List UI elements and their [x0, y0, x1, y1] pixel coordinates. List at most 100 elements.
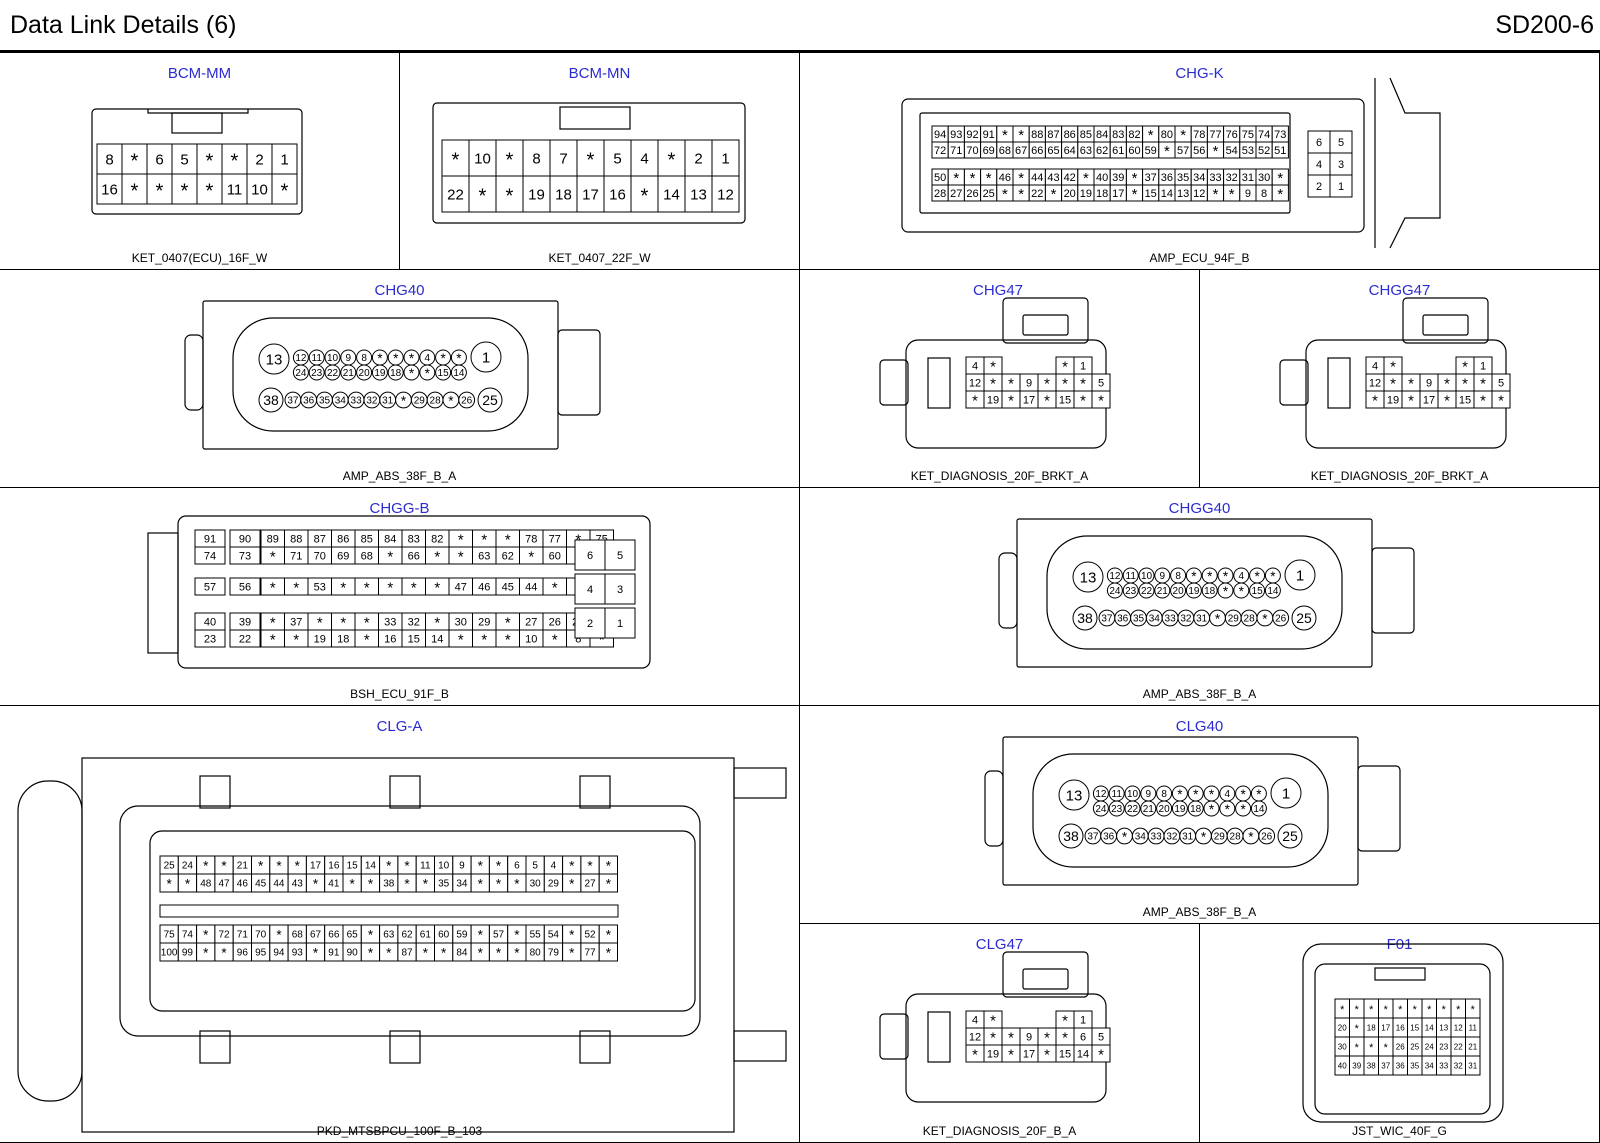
pin-cavity — [1091, 390, 1111, 409]
pin-cavity — [1258, 827, 1276, 845]
pin-label: * — [270, 550, 276, 566]
pin-label: * — [409, 351, 415, 366]
pin-label: 26 — [549, 616, 561, 628]
pin-label: 13 — [1080, 569, 1097, 586]
pin-cavity — [1154, 582, 1171, 599]
pin-label: * — [458, 633, 464, 649]
pin-label: 41 — [328, 879, 340, 890]
pin-cavity — [1058, 779, 1090, 811]
pin-label: 22 — [447, 186, 464, 203]
pin-label: * — [587, 149, 595, 171]
pin-label: 12 — [969, 377, 981, 389]
pin-label: 3 — [617, 584, 623, 596]
pin-label: 14 — [1253, 804, 1265, 815]
pin-label: * — [506, 185, 514, 207]
pin-cavity — [1491, 390, 1511, 409]
pin-label: 30 — [530, 879, 542, 890]
pin-label: * — [364, 581, 370, 597]
pin-label: 21 — [343, 368, 355, 379]
pin-label: * — [1207, 569, 1213, 584]
pin-label: 43 — [1047, 172, 1059, 184]
pin-label: 86 — [1064, 129, 1076, 141]
pin-label: * — [1462, 377, 1468, 393]
housing-outline — [1279, 359, 1309, 406]
pin-cavity — [1092, 800, 1109, 817]
pin-label: 20 — [1159, 804, 1171, 815]
pin-label: * — [990, 1014, 996, 1030]
pin-label: 9 — [1146, 789, 1152, 800]
pin-label: 43 — [292, 879, 304, 890]
pin-label: 88 — [1031, 129, 1043, 141]
pin-cavity — [711, 139, 740, 177]
pin-label: * — [203, 928, 209, 943]
pin-label: * — [478, 877, 484, 892]
pin-label: 36 — [303, 396, 315, 407]
pin-label: * — [364, 616, 370, 632]
pin-label: * — [506, 149, 514, 171]
pin-label: 29 — [478, 616, 490, 628]
pin-cavity — [574, 573, 606, 605]
pin-label: 16 — [328, 861, 340, 872]
housing-outline — [171, 112, 223, 134]
housing-outline — [927, 1011, 951, 1063]
pin-label: * — [569, 946, 575, 961]
pin-label: * — [1209, 787, 1215, 802]
pin-label: 38 — [263, 392, 279, 408]
pin-label: 6 — [155, 151, 163, 168]
pin-label: 87 — [314, 533, 326, 545]
pin-label: 36 — [1161, 172, 1173, 184]
pin-label: * — [270, 616, 276, 632]
pin-label: 21 — [237, 861, 249, 872]
pin-label: * — [496, 877, 502, 892]
pin-label: * — [456, 351, 462, 366]
pin-label: 28 — [430, 396, 442, 407]
pin-label: 1 — [1296, 567, 1304, 584]
pin-label: 26 — [1261, 832, 1273, 843]
pin-label: 99 — [182, 948, 194, 959]
pin-label: 23 — [204, 633, 216, 645]
pin-label: * — [514, 946, 520, 961]
pin-label: * — [1372, 394, 1378, 410]
pin-cavity — [441, 139, 470, 177]
pin-label: 13 — [1066, 787, 1083, 804]
pin-cavity — [146, 143, 173, 175]
pin-label: * — [505, 633, 511, 649]
pin-label: * — [203, 859, 209, 874]
pin-cavity — [576, 175, 605, 213]
pin-label: * — [448, 394, 454, 409]
pin-label: * — [156, 180, 164, 202]
connector-part: KET_DIAGNOSIS_20F_BRKT_A — [1310, 469, 1489, 483]
housing-outline — [389, 1030, 421, 1064]
pin-label: * — [203, 946, 209, 961]
pin-label: 57 — [1177, 145, 1189, 157]
pin-label: * — [404, 877, 410, 892]
pin-label: 31 — [1182, 832, 1194, 843]
pin-cavity — [450, 364, 467, 381]
pin-label: 8 — [1261, 188, 1267, 200]
pin-label: * — [496, 859, 502, 874]
pin-cavity — [1072, 605, 1098, 631]
pin-label: * — [606, 859, 612, 874]
pin-label: 90 — [347, 948, 359, 959]
pin-label: 8 — [361, 353, 367, 364]
pin-cavity — [1217, 582, 1234, 599]
pin-label: 1 — [1282, 785, 1290, 802]
pin-label: 19 — [314, 633, 326, 645]
pin-label: 93 — [292, 948, 304, 959]
connector-part: PKD_MTSBPCU_100F_B_103 — [316, 1124, 483, 1138]
pin-cavity — [1108, 800, 1125, 817]
pin-cavity — [604, 539, 636, 571]
pin-label: 16 — [101, 181, 118, 198]
pin-label: 27 — [950, 188, 962, 200]
pin-label: * — [1191, 569, 1197, 584]
pin-label: 100 — [161, 948, 178, 959]
pin-label: 8 — [105, 151, 113, 168]
pin-label: 17 — [1023, 394, 1035, 406]
pin-label: 60 — [438, 930, 450, 941]
pin-label: 75 — [164, 930, 176, 941]
pin-label: 44 — [1031, 172, 1043, 184]
pin-label: 4 — [1239, 571, 1245, 582]
